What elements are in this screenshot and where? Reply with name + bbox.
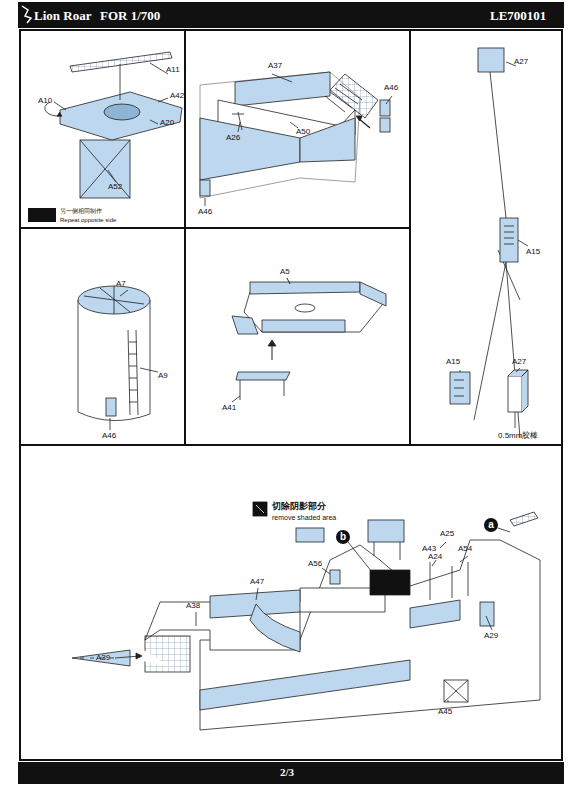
part-number: A41 — [222, 404, 236, 412]
part-number: A47 — [250, 578, 264, 586]
part-number: A39 — [96, 654, 110, 662]
note-text: remove shaded area — [272, 514, 336, 521]
note-text: 切除阴影部分 — [272, 502, 326, 511]
scale-text: FOR 1/700 — [100, 9, 160, 22]
note-text: 另一侧相同制作 — [60, 208, 102, 214]
note-text: Repeat opposite side — [60, 217, 116, 223]
part-number: A45 — [438, 708, 452, 716]
callout-letter: a — [484, 518, 498, 532]
part-number: A56 — [308, 560, 322, 568]
part-number: A50 — [296, 128, 310, 136]
part-number: A52 — [108, 183, 122, 191]
page-number: 2/3 — [280, 767, 294, 778]
part-number: A37 — [268, 62, 282, 70]
part-number: A7 — [116, 280, 126, 288]
part-number: A15 — [446, 358, 460, 366]
kit-number: LE700101 — [490, 9, 546, 22]
brand-logo: Lion Roar — [34, 9, 91, 22]
part-number: A11 — [166, 66, 180, 74]
part-number: A27 — [514, 58, 528, 66]
part-number: A15 — [526, 248, 540, 256]
note-text: 0.5mm胶棒 — [498, 432, 538, 440]
part-number: A27 — [512, 358, 526, 366]
callout-letter: b — [336, 530, 350, 544]
part-number: A5 — [280, 268, 290, 276]
part-number: A26 — [226, 134, 240, 142]
part-number: A54 — [458, 545, 472, 553]
part-number: A46 — [384, 84, 398, 92]
part-number: A29 — [484, 632, 498, 640]
part-number: A25 — [440, 530, 454, 538]
part-number: A24 — [428, 553, 442, 561]
part-number: A42 — [170, 92, 184, 100]
part-number: A20 — [160, 119, 174, 127]
part-number: A38 — [186, 602, 200, 610]
part-number: A46 — [102, 432, 116, 440]
part-number: A43 — [422, 545, 436, 553]
part-number: A46 — [198, 208, 212, 216]
part-number: A9 — [158, 372, 168, 380]
part-number: A10 — [38, 97, 52, 105]
